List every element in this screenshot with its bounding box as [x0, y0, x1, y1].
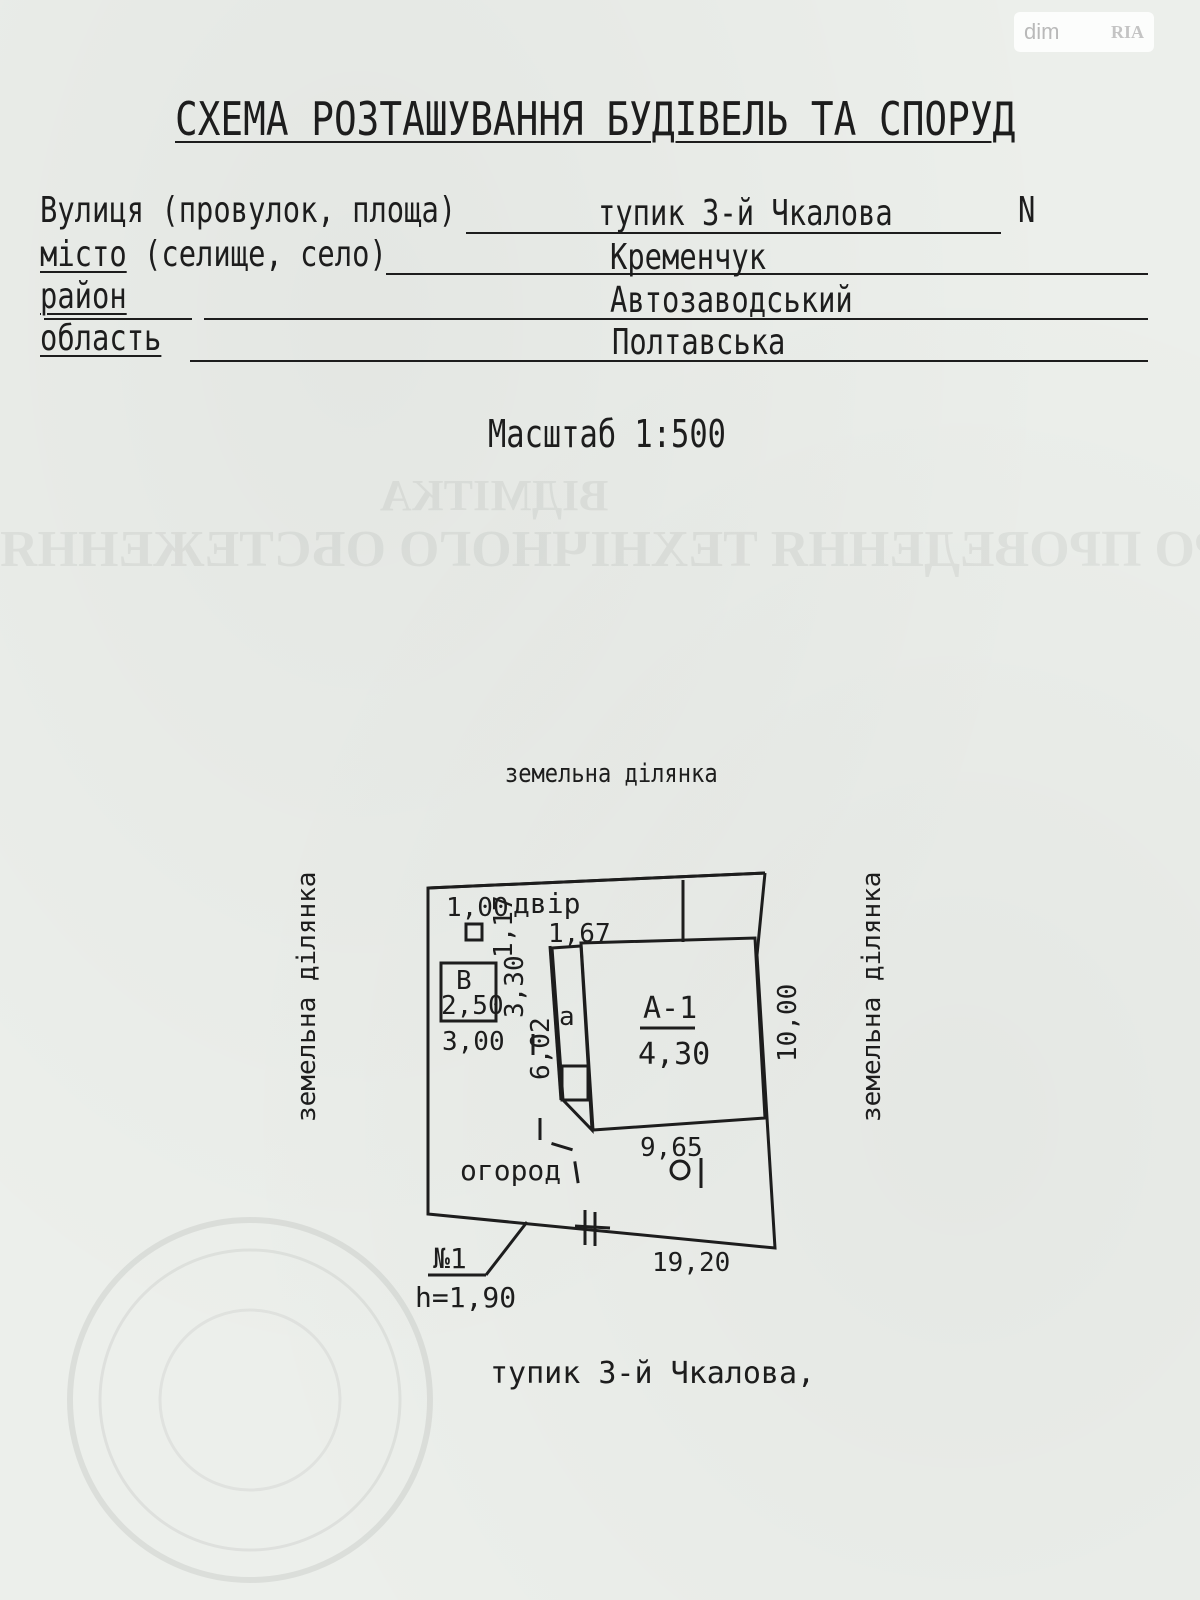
fence-height: h=1,90: [415, 1281, 516, 1314]
district-fill-line-short: [44, 318, 192, 320]
dim-2-50: 2,50: [441, 991, 504, 1021]
dim-1-17: 1,17: [489, 895, 519, 958]
district-fill-line: [204, 318, 1148, 320]
dim-6-02: 6,02: [526, 1017, 556, 1080]
dim-1-00: 1,00: [446, 893, 509, 923]
dim-9-65: 9,65: [640, 1133, 703, 1163]
city-fill-line: [386, 273, 1148, 275]
building-b: [439, 961, 498, 1023]
district-label: район: [40, 276, 127, 317]
dim-ria-watermark: dim RIA: [1014, 12, 1154, 52]
gate-mark: [574, 1224, 611, 1230]
well-icon: [669, 1159, 691, 1181]
street-value: тупик 3-й Чкалова: [598, 193, 893, 234]
region-value: Полтавська: [612, 322, 786, 363]
garden-label: огород: [460, 1154, 561, 1187]
left-neighbor-label: земельна ділянка: [292, 872, 322, 1122]
official-stamp: [67, 1217, 433, 1583]
scale-label: Масштаб 1:500: [488, 412, 726, 456]
city-label-rest: (селище, село): [126, 234, 387, 275]
fence-leader: [484, 1221, 529, 1276]
top-neighbor-label: земельна ділянка: [505, 758, 718, 788]
yard-label: двір: [513, 887, 580, 920]
dim-3-00: 3,00: [442, 1027, 505, 1057]
street-label: Вулиця (провулок, площа): [40, 190, 457, 231]
building-a1-height: 4,30: [638, 1037, 710, 1072]
number-label: N: [1018, 190, 1036, 231]
right-neighbor-label: земельна ділянка: [857, 872, 887, 1122]
dim-3-30: 3,30: [500, 955, 530, 1018]
district-value: Автозаводський: [610, 280, 853, 321]
city-value: Кременчук: [610, 237, 767, 278]
city-label: місто (селище, село): [40, 234, 387, 275]
annex-label: а: [559, 1002, 575, 1032]
dim-10-00: 10,00: [773, 984, 803, 1062]
city-label-main: місто: [40, 234, 127, 275]
street-fill-line: [466, 232, 1001, 234]
annex-steps: [560, 1064, 590, 1102]
building-a1: [579, 936, 767, 1132]
fence-label: №1: [433, 1242, 467, 1275]
document-title: СХЕМА РОЗТАШУВАННЯ БУДІВЕЛЬ ТА СПОРУД: [175, 92, 1016, 146]
region-label: область: [40, 318, 162, 359]
dim-19-20: 19,20: [652, 1248, 730, 1278]
watermark-ria-logo: RIA: [1110, 21, 1144, 42]
street-bottom-label: тупик 3-й Чкалова,: [490, 1356, 815, 1391]
building-annex-a: [550, 944, 594, 1134]
building-b-label: В: [456, 966, 472, 996]
garden-path: [538, 1118, 582, 1196]
plot-boundary-top: [427, 871, 766, 890]
building-a1-label: А-1: [643, 991, 697, 1026]
annex-wall: [548, 945, 563, 1101]
dim-1-67: 1,67: [548, 919, 611, 949]
region-fill-line: [190, 360, 1148, 362]
watermark-dim-text: dim: [1024, 19, 1060, 44]
toilet-square: [464, 922, 484, 942]
